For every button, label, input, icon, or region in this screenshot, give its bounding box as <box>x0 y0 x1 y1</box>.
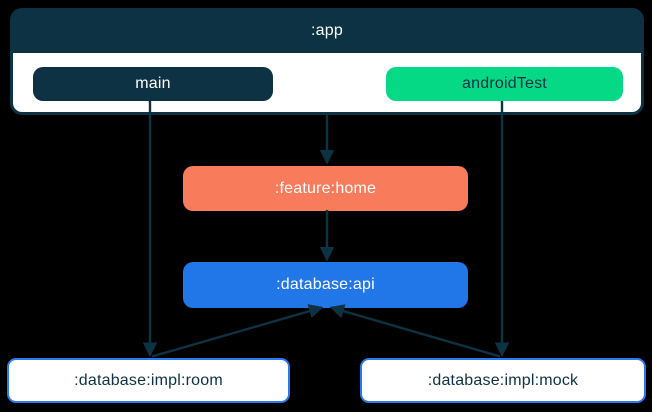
node-feature-home-label: :feature:home <box>274 179 377 197</box>
node-database-api-label: :database:api <box>276 276 375 293</box>
node-feature-home: :feature:home <box>183 166 468 211</box>
node-database-impl-mock: :database:impl:mock <box>360 358 646 403</box>
source-set-androidtest-label: androidTest <box>462 75 547 92</box>
source-set-androidtest: androidTest <box>386 67 623 101</box>
app-module-container: :app main androidTest <box>10 8 644 115</box>
edge-database-impl-room-to-database-api <box>151 304 324 358</box>
node-database-impl-room-label: :database:impl:room <box>74 371 223 389</box>
node-database-impl-mock-label: :database:impl:mock <box>427 371 579 389</box>
node-database-impl-room: :database:impl:room <box>7 358 290 403</box>
edge-database-impl-mock-to-database-api <box>329 304 501 358</box>
source-set-main-label: main <box>135 75 171 92</box>
source-set-main: main <box>33 67 273 101</box>
app-module-body: main androidTest <box>13 53 641 112</box>
node-database-api: :database:api <box>183 262 468 308</box>
app-module-title: :app <box>311 21 343 39</box>
